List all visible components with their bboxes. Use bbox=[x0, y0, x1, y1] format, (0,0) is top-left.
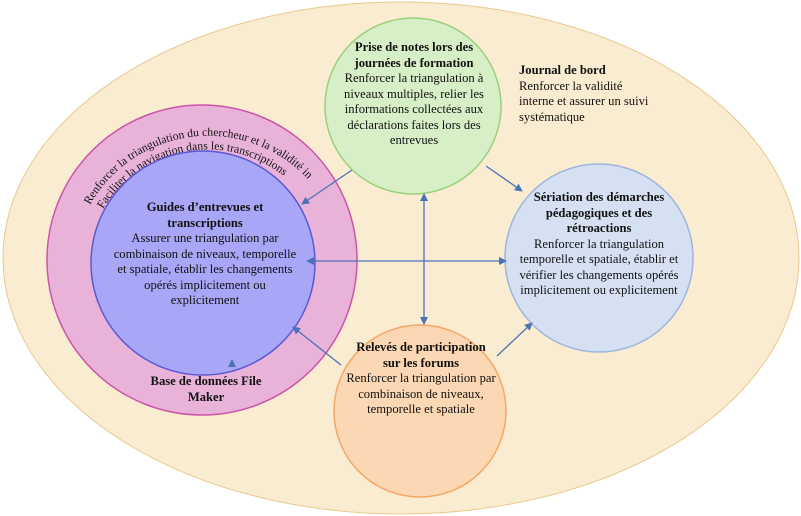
arrow-notes-to-guides bbox=[301, 169, 353, 205]
forums-title: Relevés de participation sur les forums bbox=[356, 340, 486, 370]
guides-title: Guides d’entrevues et transcriptions bbox=[146, 200, 264, 230]
seriation-title: Sériation des démarches pédagogiques et … bbox=[533, 190, 665, 235]
seriation-body: Renforcer la triangulation temporelle et… bbox=[519, 236, 679, 298]
journal-body: Renforcer la validité interne et assurer… bbox=[519, 78, 649, 124]
forums-circle bbox=[333, 324, 507, 498]
arrow-forums-to-guides bbox=[292, 326, 342, 366]
database-node: Base de données File Maker bbox=[142, 374, 270, 405]
guides-node: Guides d’entrevues et transcriptions Ass… bbox=[112, 200, 298, 309]
notes-title: Prise de notes lors des journées de form… bbox=[354, 40, 474, 70]
forums-body: Renforcer la triangulation par combinais… bbox=[346, 371, 496, 416]
guides-body: Assurer une triangulation par combinaiso… bbox=[113, 231, 297, 307]
arrow-notes-to-seriation bbox=[485, 165, 523, 192]
notes-circle bbox=[324, 17, 502, 195]
journal-title: Journal de bord bbox=[519, 63, 606, 77]
seriation-node: Sériation des démarches pédagogiques et … bbox=[516, 190, 682, 299]
notes-node: Prise de notes lors des journées de form… bbox=[335, 40, 493, 149]
notes-body: Renforcer la triangulation à niveaux mul… bbox=[344, 71, 484, 147]
database-title: Base de données File Maker bbox=[150, 374, 262, 404]
arrow-forums-to-seriation bbox=[496, 322, 533, 357]
forums-node: Relevés de participation sur les forums … bbox=[346, 340, 496, 418]
journal-node: Journal de bord Renforcer la validité in… bbox=[519, 63, 657, 125]
